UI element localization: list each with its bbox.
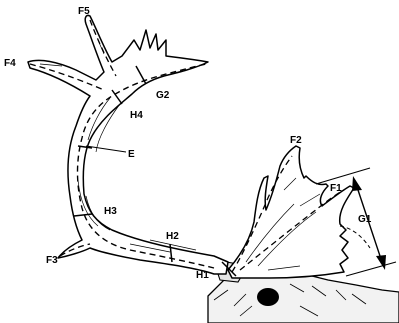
g1-top-guide bbox=[316, 168, 370, 184]
label-h2: H2 bbox=[166, 231, 179, 242]
label-f5: F5 bbox=[78, 6, 90, 17]
label-e: E bbox=[128, 149, 135, 160]
label-f1: F1 bbox=[330, 183, 342, 194]
main-beam-outline bbox=[28, 15, 228, 274]
label-f4: F4 bbox=[4, 58, 16, 69]
label-h1: H1 bbox=[196, 270, 209, 281]
label-f3: F3 bbox=[46, 255, 58, 266]
label-g1: G1 bbox=[358, 214, 372, 225]
e-leader-line bbox=[86, 146, 126, 152]
label-h4: H4 bbox=[130, 110, 143, 121]
g1-arrowhead-top bbox=[352, 176, 362, 191]
label-h3: H3 bbox=[104, 206, 117, 217]
front-palm bbox=[228, 146, 370, 278]
g1-bottom-guide bbox=[346, 262, 396, 276]
eye-socket bbox=[257, 288, 279, 306]
label-f2: F2 bbox=[290, 135, 302, 146]
front-palm-outline bbox=[228, 146, 354, 278]
main-beam bbox=[28, 15, 228, 274]
g1-arrowhead-bottom bbox=[376, 255, 386, 270]
label-g2: G2 bbox=[156, 90, 170, 101]
